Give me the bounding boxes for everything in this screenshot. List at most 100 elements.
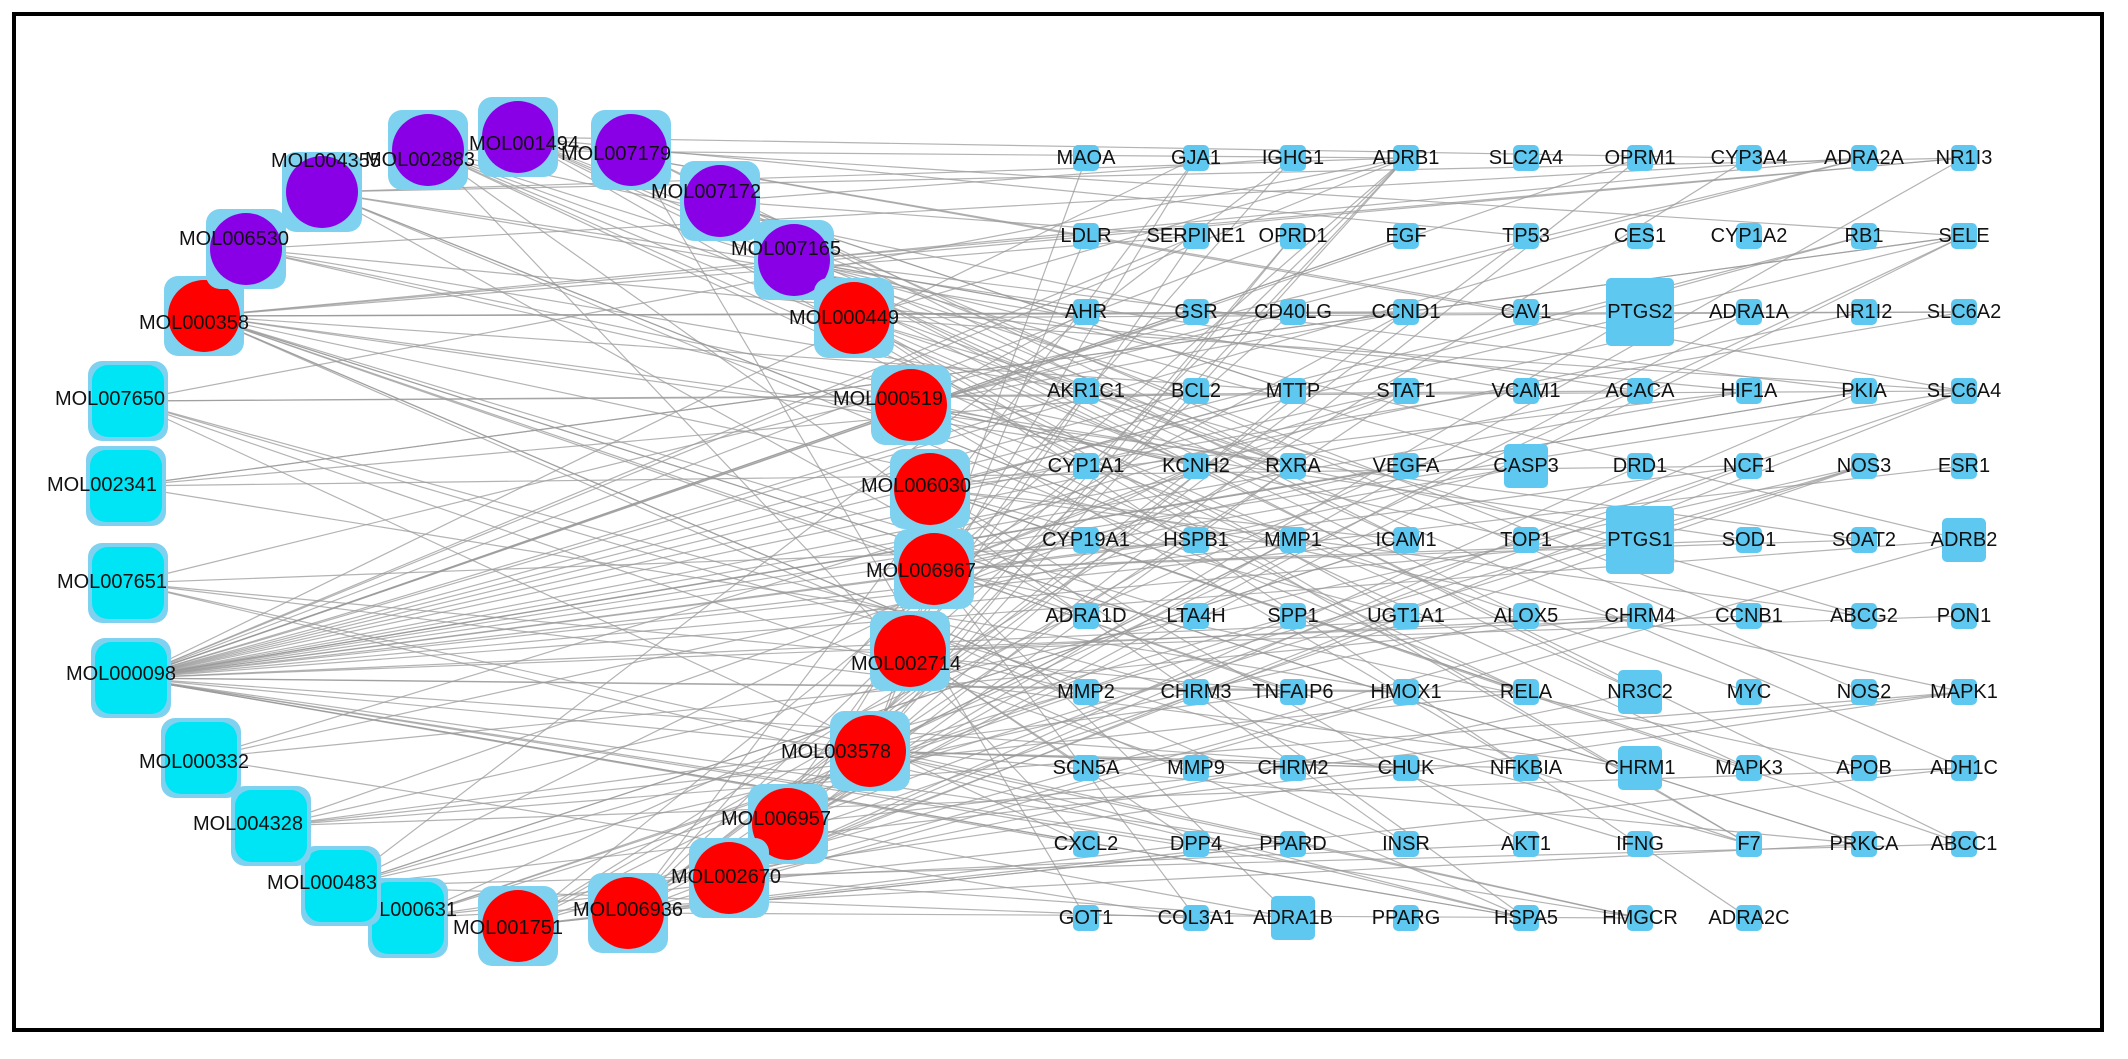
edge	[127, 582, 1527, 919]
compound-label: MOL006530	[179, 228, 289, 250]
target-box	[1183, 679, 1209, 705]
target-box	[1851, 679, 1877, 705]
edge	[517, 157, 1750, 927]
target-label: SOAT2	[1832, 529, 1896, 551]
target-box	[1280, 679, 1306, 705]
target-node-chrm3: CHRM3	[1160, 679, 1232, 705]
target-label: HMOX1	[1370, 681, 1441, 703]
target-box	[1736, 453, 1762, 479]
target-label: CES1	[1614, 225, 1666, 247]
target-label: CYP1A1	[1048, 455, 1125, 477]
target-label: ADH1C	[1930, 757, 1998, 779]
target-box	[1073, 603, 1099, 629]
compound-node-mol000332: MOL000332	[139, 718, 249, 798]
target-box	[1073, 145, 1099, 171]
edge	[719, 200, 1197, 237]
edge	[933, 311, 1407, 570]
target-label: CASP3	[1493, 455, 1559, 477]
edge	[933, 465, 1527, 570]
compound-shape	[482, 890, 554, 962]
target-node-akt1: AKT1	[1501, 831, 1551, 857]
compound-label: MOL000332	[139, 751, 249, 773]
compound-label: MOL007172	[651, 181, 761, 203]
target-node-mmp2: MMP2	[1057, 679, 1115, 705]
target-label: NOS3	[1837, 455, 1891, 477]
target-label: LTA4H	[1166, 605, 1225, 627]
target-label: KCNH2	[1162, 455, 1230, 477]
target-box	[1942, 518, 1986, 562]
compound-shape	[693, 842, 765, 914]
target-node-ces1: CES1	[1614, 223, 1666, 249]
target-node-nos2: NOS2	[1837, 679, 1891, 705]
edge	[933, 568, 1294, 919]
target-node-adra1a: ADRA1A	[1709, 299, 1790, 325]
target-box	[1736, 679, 1762, 705]
target-label: MAOA	[1057, 147, 1117, 169]
target-box	[1183, 527, 1209, 553]
compound-label: MOL007179	[561, 143, 671, 165]
target-box	[1627, 453, 1653, 479]
target-box	[1073, 679, 1099, 705]
target-node-tp53: TP53	[1502, 223, 1550, 249]
target-node-esr1: ESR1	[1938, 453, 1990, 479]
target-node-lta4h: LTA4H	[1166, 603, 1226, 629]
edge	[130, 390, 1197, 679]
compound-node-mol003578: MOL003578	[781, 711, 910, 791]
edge	[787, 157, 1965, 825]
target-box	[1280, 378, 1306, 404]
target-box	[1851, 755, 1877, 781]
compound-label: MOL002714	[851, 653, 961, 675]
edge	[929, 235, 1865, 490]
target-box	[1736, 145, 1762, 171]
compound-shape	[95, 642, 167, 714]
target-box	[1280, 527, 1306, 553]
target-node-cyp1a1: CYP1A1	[1048, 453, 1125, 479]
compound-label: MOL006967	[866, 560, 976, 582]
target-label: MMP9	[1167, 757, 1225, 779]
target-node-chrm1: CHRM1	[1604, 746, 1676, 790]
target-label: SCN5A	[1053, 757, 1120, 779]
target-node-slc6a2: SLC6A2	[1927, 299, 2001, 325]
target-box	[1851, 299, 1877, 325]
edge	[203, 315, 1294, 693]
target-box	[1951, 603, 1977, 629]
target-node-pkia: PKIA	[1841, 378, 1887, 404]
target-box	[1504, 444, 1548, 488]
target-node-rxra: RXRA	[1265, 453, 1321, 479]
target-box	[1073, 223, 1099, 249]
compound-node-mol006936: MOL006936	[573, 873, 683, 953]
compound-node-mol000519: MOL000519	[833, 365, 951, 445]
target-label: ACACA	[1606, 380, 1676, 402]
edge	[130, 677, 1197, 845]
compound-node-mol000098: MOL000098	[66, 638, 176, 718]
compound-label: MOL000358	[139, 312, 249, 334]
target-node-vcam1: VCAM1	[1492, 378, 1560, 404]
edge	[933, 157, 1407, 570]
edge	[340, 615, 1527, 887]
target-box	[1183, 603, 1209, 629]
target-label: AHR	[1065, 301, 1107, 323]
edge	[929, 390, 1750, 490]
target-box	[1183, 905, 1209, 931]
edge	[910, 311, 1294, 406]
target-node-mapk3: MAPK3	[1715, 755, 1783, 781]
edge	[933, 465, 1407, 570]
target-node-ahr: AHR	[1065, 299, 1107, 325]
target-label: GOT1	[1059, 907, 1113, 929]
compound-shape	[210, 213, 282, 285]
target-node-icam1: ICAM1	[1375, 527, 1437, 553]
target-node-rela: RELA	[1500, 679, 1553, 705]
compound-label: MOL000098	[66, 663, 176, 685]
edge	[929, 488, 1407, 541]
target-label: GJA1	[1171, 147, 1221, 169]
target-label: HSPA5	[1494, 907, 1558, 929]
compound-node-mol007650: MOL007650	[55, 361, 168, 441]
edge	[130, 677, 1407, 769]
edge	[130, 390, 1865, 679]
target-label: CD40LG	[1254, 301, 1332, 323]
edge	[933, 539, 1865, 570]
target-label: NR1I3	[1936, 147, 1993, 169]
target-box	[1851, 831, 1877, 857]
target-node-mmp9: MMP9	[1167, 755, 1225, 781]
target-node-insr: INSR	[1382, 831, 1430, 857]
